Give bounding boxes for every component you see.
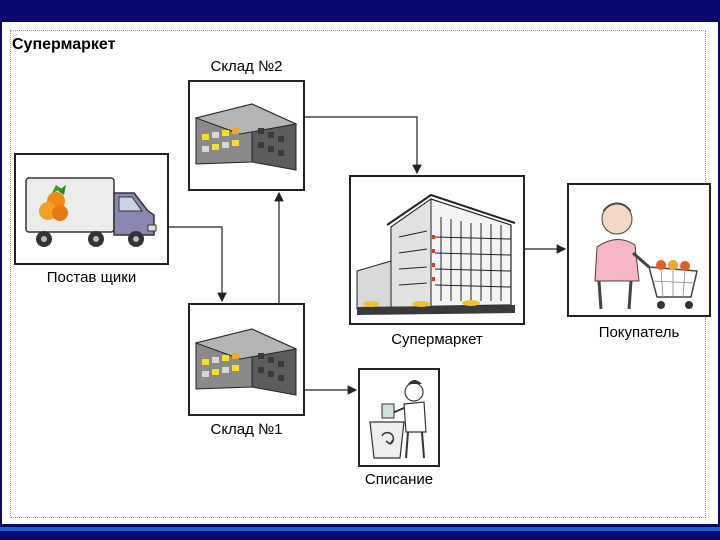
shopper-with-cart-icon (594, 202, 698, 310)
supermarket-node (349, 175, 525, 325)
department-store-building-icon (356, 193, 516, 315)
warehouse1-node (188, 303, 305, 416)
delivery-truck-icon (25, 177, 157, 247)
warehouse1-label: Склад №1 (210, 421, 283, 438)
warehouse-building-icon (194, 103, 298, 171)
warehouse-building-icon (194, 328, 298, 396)
top-border-bar (0, 0, 720, 22)
bottom-accent-stripe (0, 527, 720, 531)
slide-canvas: Супермаркет Постав щики (2, 22, 718, 524)
warehouse2-node (188, 80, 305, 191)
customer-label: Покупатель (598, 324, 680, 341)
writeoff-node (358, 368, 440, 467)
supermarket-label: Супермаркет (391, 331, 483, 348)
warehouse2-label: Склад №2 (210, 58, 283, 75)
recycling-bin-person-icon (369, 380, 427, 459)
diagram-title: Супермаркет (12, 36, 116, 53)
suppliers-label: Постав щики (46, 269, 137, 286)
suppliers-node (14, 153, 169, 265)
customer-node (567, 183, 711, 317)
writeoff-label: Списание (364, 471, 434, 488)
